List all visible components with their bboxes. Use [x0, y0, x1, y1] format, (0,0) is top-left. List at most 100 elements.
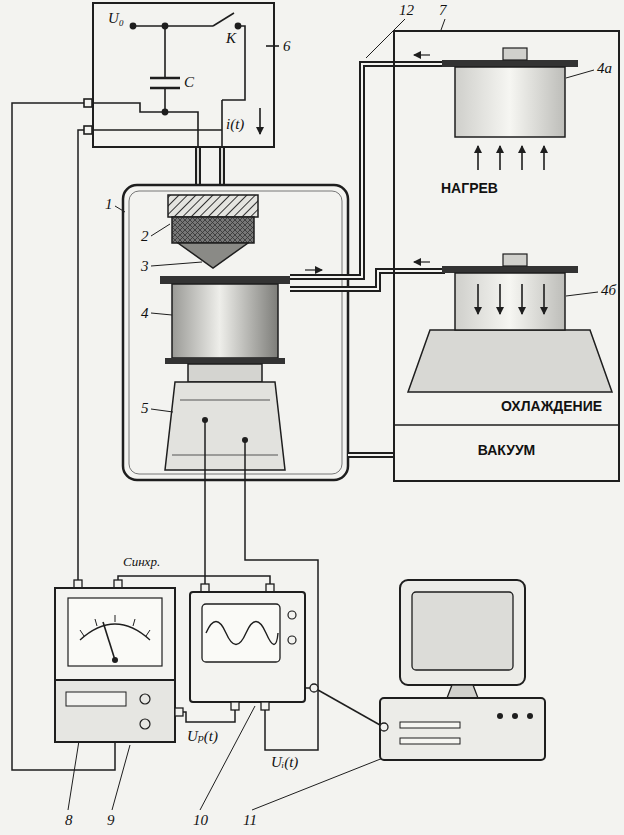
signal-wires-part [318, 690, 380, 725]
computer-part [447, 685, 478, 698]
vacuum-chamber-part [172, 217, 254, 243]
measuring-instrument-part [112, 657, 118, 663]
leader-lines-part [115, 206, 125, 212]
measuring-instrument-part [103, 622, 115, 660]
vacuum-chamber-part [172, 400, 278, 455]
oscilloscope-part [266, 584, 274, 592]
thermostat-unit-part-part [521, 146, 523, 170]
generator-circuit-part [84, 99, 92, 107]
leader-lines-part [566, 292, 598, 296]
signal-wires-part [118, 576, 270, 584]
thermostat-unit [395, 48, 618, 425]
generator-circuit-part [130, 23, 135, 28]
generator-circuit-part [266, 45, 279, 47]
callout-number: 4б [600, 282, 617, 299]
thermostat-unit-part-part [543, 146, 545, 170]
node-text: i(t) [226, 116, 244, 133]
oscilloscope-part [261, 702, 269, 710]
callout-number: 2 [140, 228, 150, 245]
measuring-instrument-part [140, 694, 150, 704]
thermostat-unit-part-part [543, 284, 545, 314]
vacuum-chamber-part [165, 358, 285, 364]
measuring-instrument-part [80, 615, 150, 636]
thermostat-unit-part [478, 284, 544, 314]
signal-name: Синхр. [122, 555, 161, 570]
oscilloscope-part [206, 622, 278, 645]
vacuum-chamber-part [178, 243, 248, 268]
generator-circuit-part [92, 103, 198, 146]
vacuum-chamber-part [168, 195, 258, 217]
thermostat-unit-part [503, 254, 527, 266]
vacuum-chamber-part [129, 191, 342, 474]
thermostat-unit-part [442, 266, 578, 273]
leader-lines-part [151, 262, 202, 266]
generator-circuit-part [213, 13, 234, 26]
leader-lines-part [441, 19, 445, 30]
thermostat-unit-part [503, 48, 527, 60]
computer-part [380, 723, 388, 731]
signal-name: Uᵢ(t) [270, 754, 299, 771]
coolant-pipes-part [414, 261, 430, 262]
measuring-instrument-part [68, 598, 162, 666]
measuring-instrument-part [74, 580, 82, 588]
leader-lines-part [151, 313, 172, 315]
callout-number: 8 [64, 812, 74, 829]
pulse-generator-box: U₀KCi(t) [92, 2, 275, 148]
callout-number: 4 [140, 305, 150, 322]
mode-label: НАГРЕВ [440, 180, 499, 196]
oscilloscope-part [201, 584, 209, 592]
thermostat-unit-part [395, 424, 618, 426]
computer-part [380, 698, 545, 760]
generator-circuit-part [133, 25, 213, 27]
thermostat-unit-part-part [477, 146, 479, 170]
thermostat-unit-part [408, 330, 612, 392]
thermostat-unit-part-part [499, 146, 501, 170]
computer-part [527, 713, 533, 719]
thermostat-unit-part [478, 146, 544, 170]
coolant-pipes-part [305, 269, 322, 270]
vacuum-chamber-part [172, 284, 278, 358]
vacuum-chamber-part [123, 185, 348, 480]
thermostat-unit-part-part [499, 284, 501, 314]
leader-lines-part [151, 409, 173, 412]
generator-circuit-part [92, 129, 222, 131]
leader-lines-part [566, 70, 594, 78]
oscilloscope-part [190, 592, 305, 702]
generator-circuit-part [150, 78, 180, 88]
coolant-pipes-part [414, 54, 430, 55]
generator-circuit-part [164, 88, 166, 112]
callout-number: 4а [596, 60, 613, 77]
measuring-instrument-part [114, 580, 122, 588]
vacuum-chamber-part [165, 382, 285, 470]
thermostat-unit-part [455, 67, 565, 137]
coolant-pipes-part [290, 64, 445, 455]
generator-circuit-part [84, 126, 92, 134]
callout-number: 9 [106, 812, 116, 829]
callout-number: 3 [140, 258, 150, 275]
computer-part [400, 580, 525, 685]
measuring-instrument-part [140, 719, 150, 729]
signal-wires-part [183, 710, 235, 722]
leader-lines-part [366, 19, 405, 58]
node-text: ВАКУУМ [478, 442, 536, 458]
node-text: U₀ [108, 10, 124, 27]
vacuum-chamber-part [160, 276, 290, 284]
vacuum-unit-box: ВАКУУМ [393, 30, 620, 482]
measuring-instrument-part [175, 708, 183, 716]
oscilloscope-part [288, 636, 296, 644]
coolant-pipes-part [290, 64, 445, 455]
callout-number: 12 [398, 2, 415, 19]
mode-label: ОХЛАЖДЕНИЕ [500, 398, 603, 414]
oscilloscope-part [202, 604, 280, 662]
generator-circuit-part [235, 23, 240, 28]
signal-wires-part [204, 420, 206, 584]
signal-wires [12, 103, 380, 770]
generator-circuit [84, 13, 279, 146]
computer-part [412, 592, 513, 670]
leader-lines-part [151, 224, 170, 236]
oscilloscope-part [288, 611, 296, 619]
generator-circuit-part [259, 108, 261, 134]
generator-circuit-part [164, 26, 166, 78]
callout-number: 1 [104, 196, 114, 213]
computer-part [400, 738, 460, 744]
